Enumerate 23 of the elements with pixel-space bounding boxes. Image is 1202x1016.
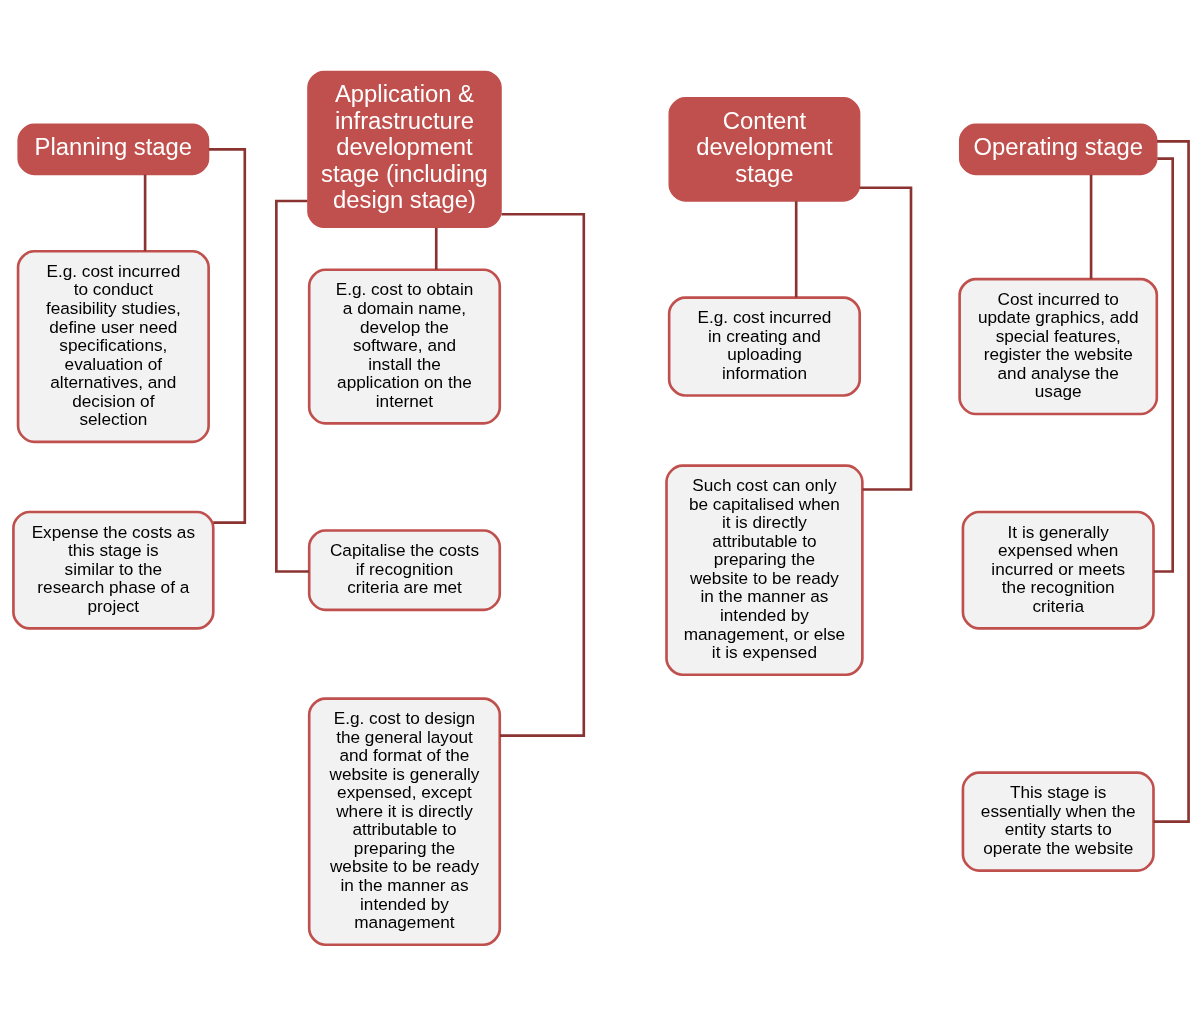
- connector: [499, 212, 586, 737]
- node-box: Content development stage: [668, 97, 861, 202]
- node-box: Such cost can only be capitalised when it is directly attributable to preparing the website to be ready in the manner as intended by management, or else it is expensed: [665, 464, 864, 677]
- node-box: Cost incurred to update graphics, add special features, register the website and analyse the usage: [958, 277, 1159, 416]
- node-box: It is generally expensed when incurred or meets the recognition criteria: [961, 510, 1155, 630]
- connector: [434, 227, 438, 270]
- node-box: Expense the costs as this stage is similar to the research phase of a project: [12, 510, 215, 630]
- node-box: E.g. cost to obtain a domain name, develop the software, and install the application on the internet: [307, 268, 502, 425]
- connector: [1089, 174, 1093, 279]
- connector: [275, 199, 309, 573]
- node-box: Operating stage: [958, 123, 1158, 176]
- node-box: Application & infrastructure development stage (including design stage): [307, 70, 502, 229]
- connector: [794, 201, 798, 298]
- connector: [143, 174, 147, 252]
- connector: [208, 148, 247, 524]
- node-box: This stage is essentially when the entity starts to operate the website: [961, 771, 1155, 872]
- node-box: E.g. cost incurred in creating and uploading information: [667, 296, 862, 397]
- connector: [859, 186, 913, 491]
- node-box: E.g. cost incurred to conduct feasibility studies, define user need specifications, evaluation of alternatives, and decision of selection: [16, 249, 210, 444]
- node-box: E.g. cost to design the general layout and format of the website is generally expensed, except where it is directly attributable to preparing the website to be ready in the manner as intended by management: [307, 697, 502, 947]
- node-box: Capitalise the costs if recognition criteria are met: [307, 529, 502, 612]
- node-box: Planning stage: [17, 123, 210, 176]
- connector: [1153, 140, 1190, 823]
